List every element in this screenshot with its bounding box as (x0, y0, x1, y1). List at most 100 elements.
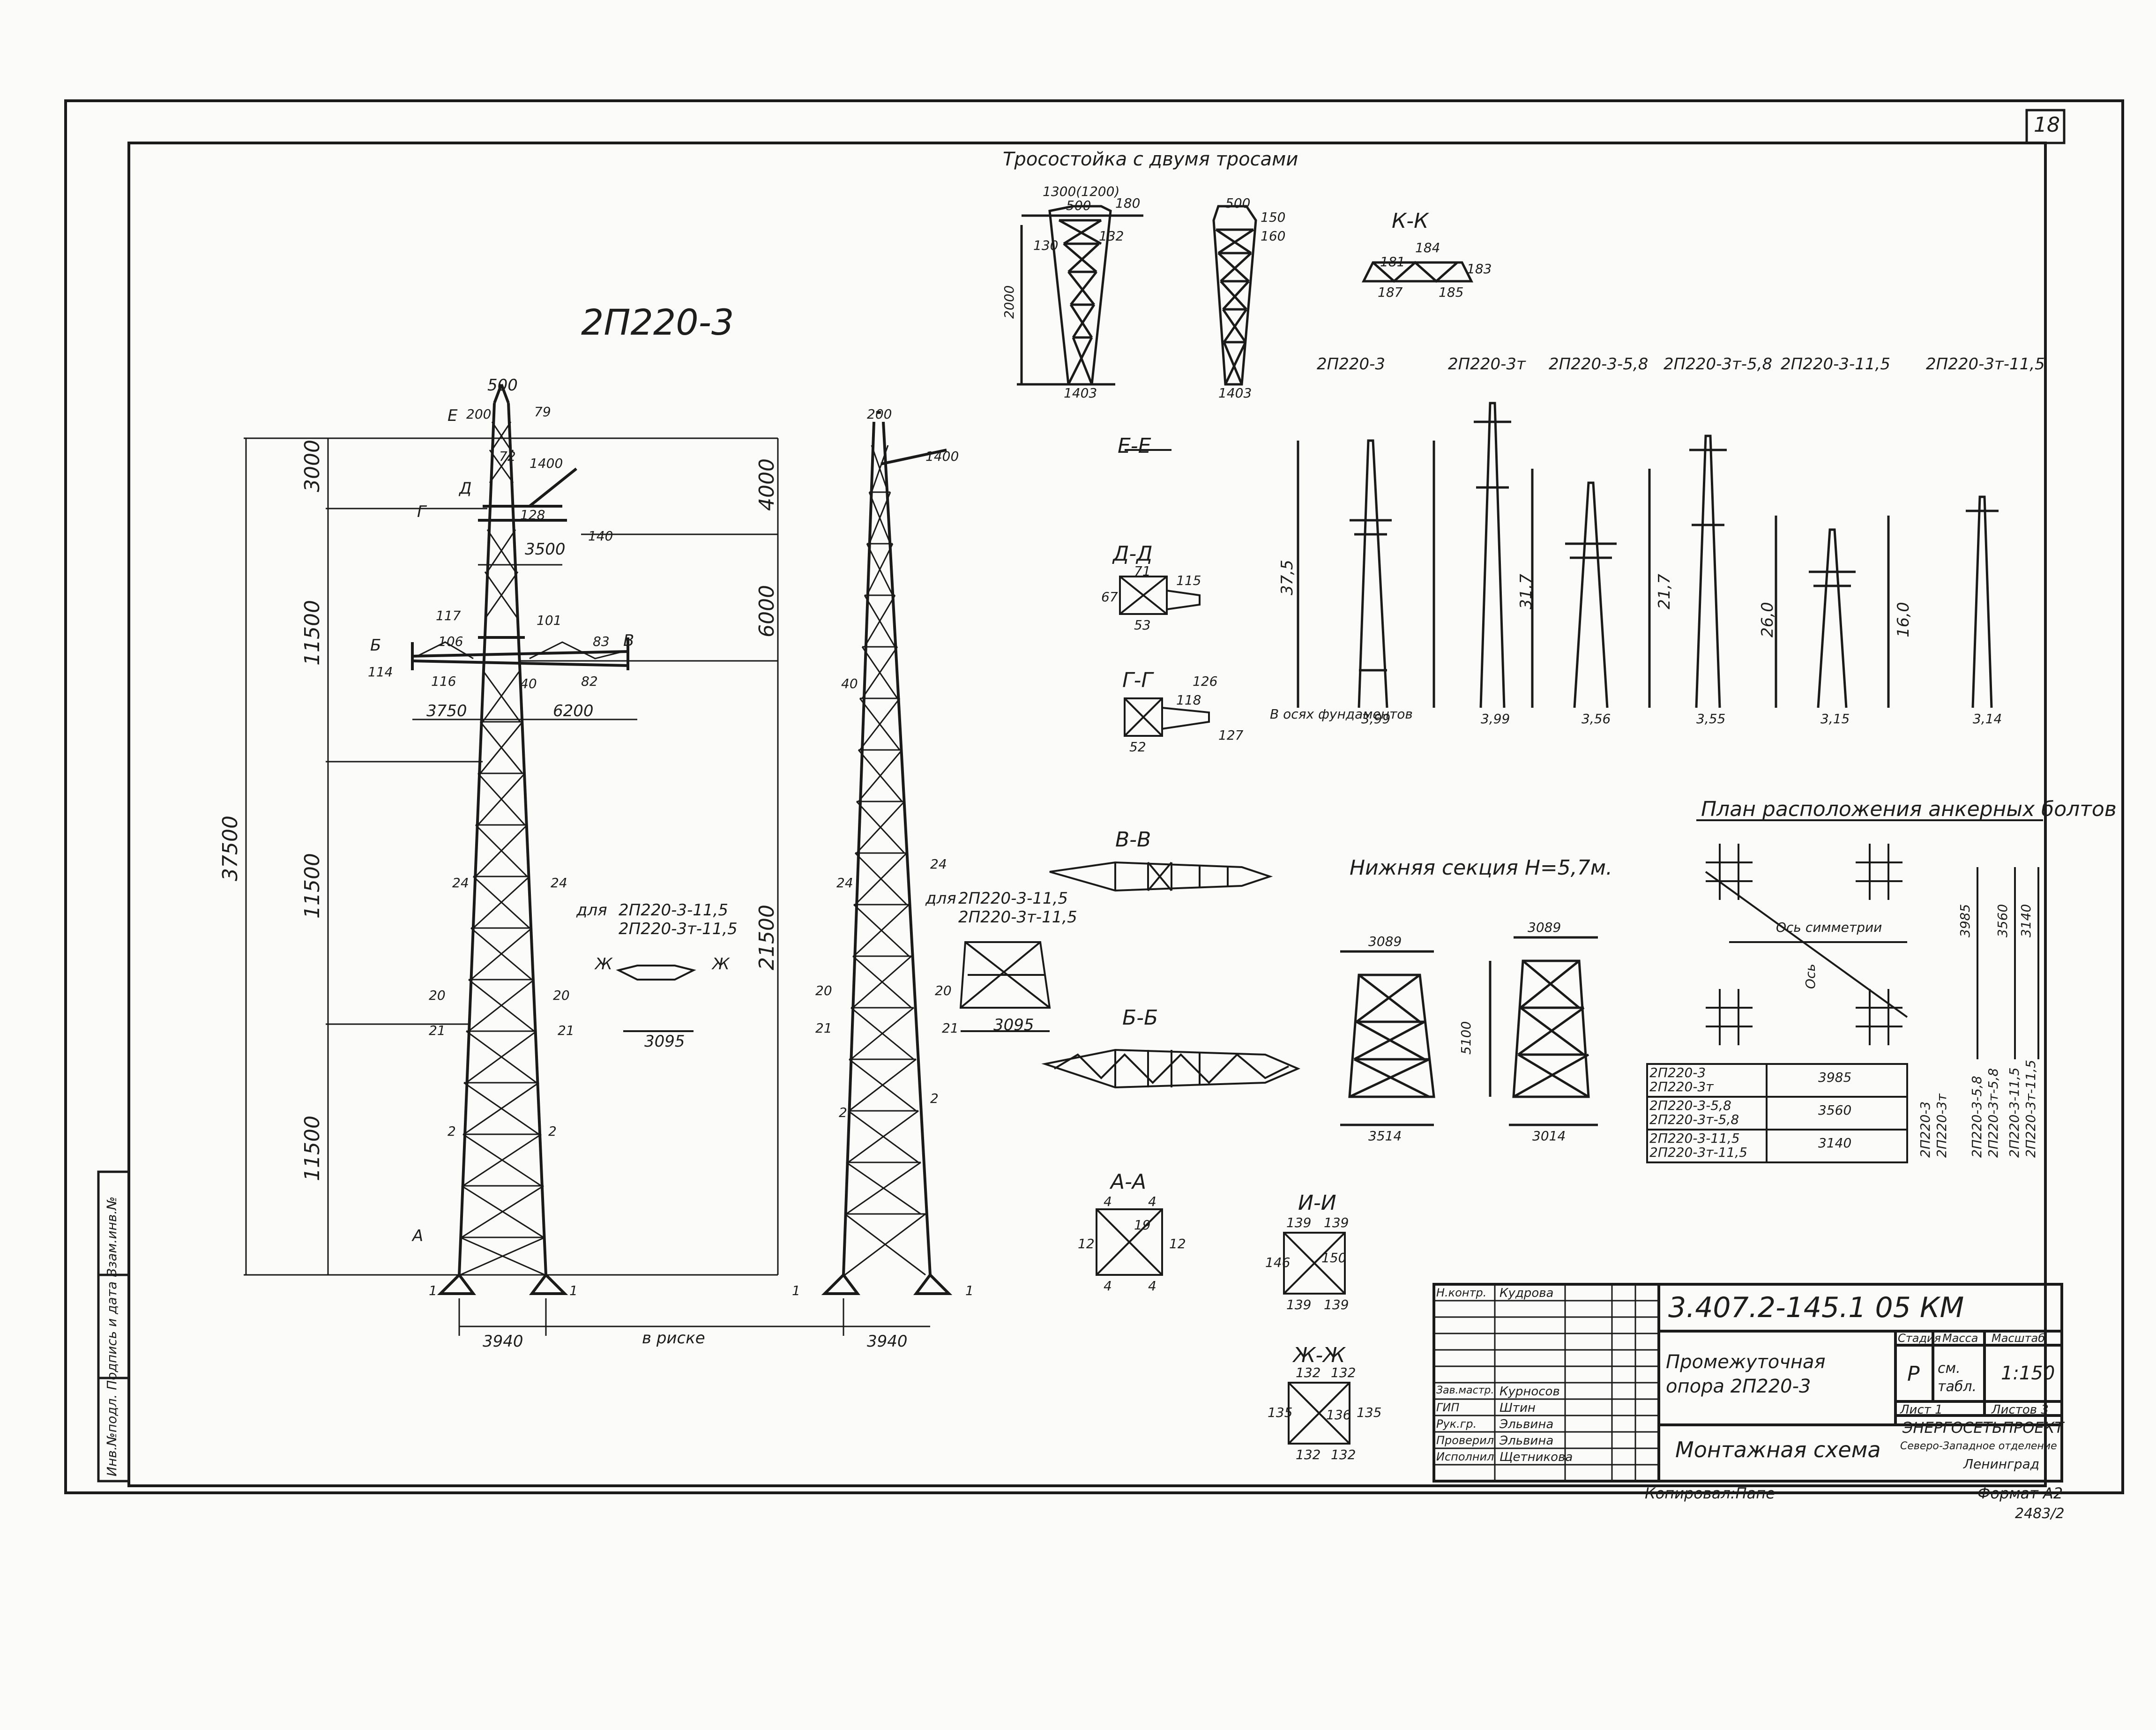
side-member-2-right: 2 (930, 1091, 939, 1106)
member-20-right: 20 (553, 988, 570, 1003)
cs-dim-130: 130 (1033, 238, 1059, 253)
aa-dim-4: 4 (1148, 1278, 1156, 1294)
ii-dim-1: 139 (1286, 1215, 1312, 1230)
side-member-24-right: 24 (930, 856, 947, 872)
copied-by: Копировал:Папе (1645, 1484, 1775, 1502)
anchor-plan-title: План расположения анкерных болтов (1701, 797, 2117, 821)
anchor-col-5: 2П220-3-11,5 (2007, 1067, 2022, 1158)
lower-section-title: Нижняя секция Н=5,7м. (1350, 856, 1612, 880)
section-drawings (616, 449, 1350, 1445)
main-tower-lacing (417, 421, 624, 1276)
cs-dim-180: 180 (1115, 195, 1141, 211)
side-member-20-right: 20 (935, 983, 952, 998)
kk-label-184: 184 (1415, 240, 1440, 255)
zhzh-dim-135-left: 135 (1268, 1405, 1293, 1420)
lower-base-width-right: 3014 (1532, 1128, 1566, 1144)
sheet-label: Лист 1 (1900, 1403, 1943, 1417)
doc-code: 3.407.2-145.1 05 КМ (1668, 1291, 1964, 1324)
anchor-col-6: 2П220-3т-11,5 (2023, 1060, 2038, 1158)
member-1-left: 1 (429, 1283, 437, 1298)
name-5: Эльвина (1500, 1434, 1554, 1448)
section-gg: Г-Г (1122, 668, 1153, 692)
member-24-right: 24 (551, 875, 567, 891)
anchor-axis-label2: Ось (1803, 964, 1818, 989)
gg-label-118: 118 (1176, 692, 1201, 708)
variant-height-3: 21,7 (1655, 574, 1674, 609)
cs-dim-2000: 2000 (1001, 285, 1017, 319)
side-member-21-left: 21 (815, 1020, 832, 1036)
anchor-row1-value: 3985 (1818, 1070, 1852, 1085)
anchor-row1-model2: 2П220-3т (1649, 1079, 1714, 1094)
note-for-right: для (925, 889, 956, 908)
member-72: 72 (499, 449, 516, 464)
role-1: Н.контр. (1436, 1286, 1487, 1299)
mass-value: см. табл. (1938, 1360, 1977, 1395)
role-4: Рук.гр. (1436, 1417, 1477, 1430)
cs-dim-132: 132 (1099, 228, 1124, 244)
lower-top-width: 3089 (1368, 934, 1402, 949)
member-21-left: 21 (429, 1023, 446, 1038)
section-mark-g: Г (417, 502, 426, 521)
title-block-grid (1434, 1284, 1659, 1481)
dd-label-71: 71 (1134, 563, 1151, 579)
dd-label-53: 53 (1134, 617, 1151, 633)
crossarm-3500: 3500 (525, 540, 566, 559)
side-stamp-box (97, 1170, 130, 1483)
corner-code: 2483/2 (2015, 1505, 2065, 1522)
anchor-dim-3985: 3985 (1957, 904, 1973, 937)
height-37500: 37500 (218, 816, 242, 881)
variant-base-2: 3,99 (1481, 711, 1510, 726)
variant-base-5: 3,15 (1820, 711, 1850, 726)
member-106: 106 (438, 634, 463, 649)
stage-header: Стадия (1898, 1332, 1941, 1345)
aa-dim-19: 19 (1134, 1217, 1151, 1233)
top-dim-1: 200 (466, 406, 492, 422)
gg-label-52: 52 (1129, 739, 1146, 755)
side-stamp: Инв.№подл. Подпись и дата Взам.инв.№ (104, 1196, 119, 1476)
crossarm-6200: 6200 (553, 702, 594, 720)
aa-dim-12-left: 12 (1078, 1236, 1095, 1251)
zhzh-dim-136: 136 (1326, 1407, 1351, 1423)
side-member-1-right: 1 (965, 1283, 974, 1298)
section-vv: В-В (1115, 828, 1151, 852)
height-11500-a: 11500 (300, 600, 324, 666)
top-width-dim: 500 (487, 376, 518, 395)
ii-dim-4: 139 (1324, 1297, 1349, 1312)
object-name: Промежуточная опора 2П220-3 (1666, 1351, 1826, 1397)
format-label: Формат А2 (1977, 1484, 2063, 1502)
role-5: Проверил (1436, 1434, 1494, 1447)
member-117: 117 (436, 608, 461, 623)
aa-dim-1: 4 (1104, 1194, 1112, 1209)
section-ee: Е-Е (1118, 434, 1151, 458)
right-height-6000: 6000 (755, 585, 779, 637)
cs-dim-500-right: 500 (1225, 195, 1251, 211)
member-20-left: 20 (429, 988, 446, 1003)
member-83: 83 (593, 634, 610, 649)
ii-dim-3: 139 (1286, 1297, 1312, 1312)
variant-title-5: 2П220-3-11,5 (1781, 355, 1890, 374)
lower-top-width-right: 3089 (1528, 920, 1561, 935)
section-ii: И-И (1298, 1191, 1336, 1215)
zhzh-dim-4: 132 (1331, 1447, 1356, 1462)
height-3000: 3000 (300, 440, 324, 492)
member-140: 140 (588, 528, 613, 544)
variant-height-2: 31,7 (1517, 574, 1536, 609)
section-mark-e: Е (448, 406, 458, 425)
anchor-dim-3140: 3140 (2018, 904, 2034, 937)
member-82: 82 (581, 674, 598, 689)
variant-title-2: 2П220-3т (1448, 355, 1526, 374)
variant-title-1: 2П220-3 (1317, 355, 1385, 374)
member-114: 114 (368, 664, 393, 680)
note-model-2-left: 2П220-3т-11,5 (619, 920, 738, 938)
anchor-row3-model2: 2П220-3т-11,5 (1649, 1145, 1747, 1160)
kk-section-label: К-К (1392, 209, 1429, 233)
dd-label-67: 67 (1101, 589, 1118, 605)
base-width-3940: 3940 (483, 1332, 523, 1351)
section-bb: Б-Б (1122, 1006, 1158, 1030)
cable-stand-title: Тросостойка с двумя тросами (1003, 149, 1298, 170)
member-1-right: 1 (569, 1283, 578, 1298)
height-11500-b: 11500 (300, 853, 324, 919)
org-sub: Северо-Западное отделение (1900, 1440, 2057, 1452)
sheets-label: Листов 3 (1992, 1403, 2049, 1417)
